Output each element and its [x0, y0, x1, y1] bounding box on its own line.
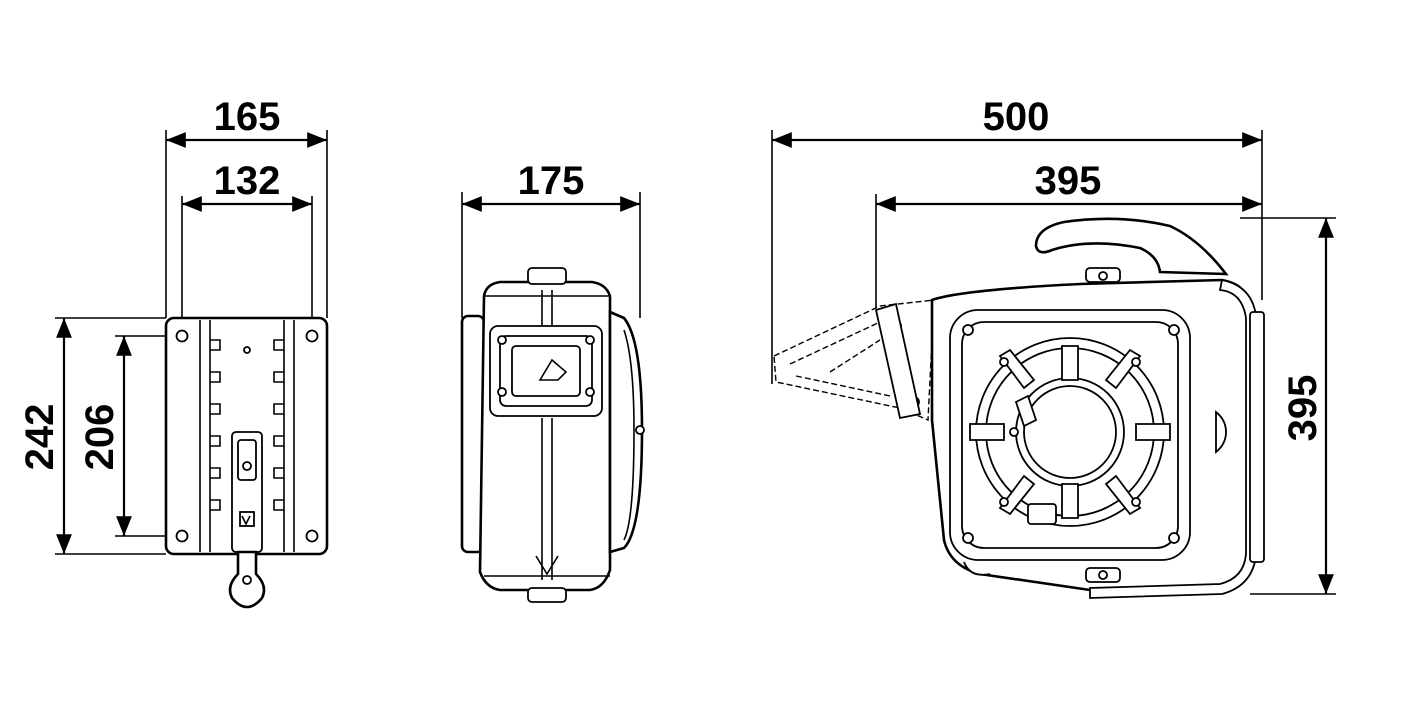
- dim-label-242: 242: [18, 404, 62, 471]
- hose-drum: [969, 337, 1171, 527]
- dim-label-395-vertical: 395: [1281, 375, 1325, 442]
- side-view: 175: [460, 159, 645, 603]
- dim-label-165: 165: [214, 95, 281, 139]
- mounting-holes: [175, 329, 319, 543]
- dim-label-175: 175: [518, 159, 585, 203]
- hose-guide-arm: [773, 299, 935, 422]
- carry-handle: [1034, 217, 1229, 276]
- dim-label-395-horizontal: 395: [1035, 159, 1102, 203]
- dim-label-500: 500: [983, 95, 1050, 139]
- dim-label-206: 206: [78, 404, 122, 471]
- rear-view: 165 132 242 206: [18, 95, 329, 609]
- dim-label-132: 132: [214, 159, 281, 203]
- front-view: 500 395 395: [771, 95, 1336, 599]
